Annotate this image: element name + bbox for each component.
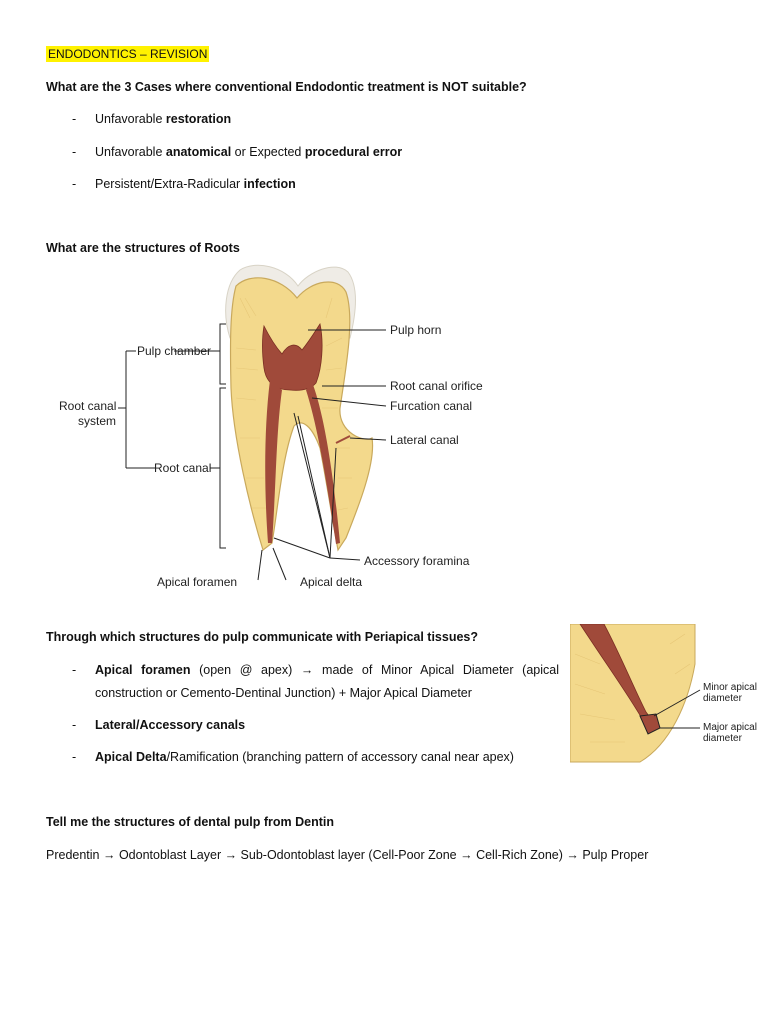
label-pulp-horn: Pulp horn [390, 323, 441, 337]
root-canal-left [265, 380, 282, 543]
label-furcation-canal: Furcation canal [390, 399, 472, 413]
label-major-apical-2: diameter [703, 733, 743, 744]
item-plain-text: or Expected [231, 145, 305, 159]
page-title: ENDODONTICS – REVISION [46, 46, 210, 62]
bullet-dash: - [72, 145, 77, 159]
question-4: Tell me the structures of dental pulp fr… [46, 815, 334, 829]
question-1: What are the 3 Cases where conventional … [46, 80, 527, 94]
item-plain-text: Unfavorable [95, 145, 166, 159]
item-bold-text: infection [243, 177, 296, 191]
bullet-dash: - [72, 177, 77, 191]
item-bold-text: Apical Delta [95, 750, 167, 764]
list-item-text: Apical Delta/Ramification (branching pat… [95, 750, 514, 764]
question-2: What are the structures of Roots [46, 241, 240, 255]
bullet-dash: - [72, 663, 77, 677]
label-minor-apical-2: diameter [703, 693, 743, 704]
item-plain-text: /Ramification (branching pattern of acce… [166, 750, 514, 764]
item-plain-text: Persistent/Extra-Radicular [95, 177, 244, 191]
label-root-canal-orifice: Root canal orifice [390, 379, 483, 393]
bullet-dash: - [72, 112, 77, 126]
label-lateral-canal: Lateral canal [390, 433, 459, 447]
item-plain-text: Unfavorable [95, 112, 166, 126]
item-bold-text: anatomical [165, 145, 232, 159]
label-apical-delta: Apical delta [300, 575, 362, 589]
list-item-text: Lateral/Accessory canals [95, 718, 245, 732]
item-bold-text: restoration [165, 112, 232, 126]
label-root-canal: Root canal [154, 461, 211, 475]
bullet-dash: - [72, 718, 77, 732]
list-item-text: Unfavorable anatomical or Expected proce… [95, 145, 402, 159]
dentin-texture [235, 297, 352, 511]
item-bold-text: Apical foramen [95, 663, 191, 677]
apex-closeup-diagram: Minor apical diameter Major apical diame… [570, 624, 757, 764]
label-pulp-chamber: Pulp chamber [137, 344, 211, 358]
pulp-chamber-shape [262, 322, 323, 391]
list-item-text-continued: construction or Cemento-Dentinal Junctio… [95, 686, 472, 700]
label-brackets [118, 323, 387, 581]
label-root-canal-system-2: system [78, 414, 116, 428]
label-minor-apical-1: Minor apical [703, 682, 757, 693]
item-bold-text: procedural error [304, 145, 403, 159]
question-3: Through which structures do pulp communi… [46, 630, 479, 644]
list-item-text: Unfavorable restoration [95, 112, 231, 126]
list-item-text: Persistent/Extra-Radicular infection [95, 177, 296, 191]
item-plain-text: (open @ apex) → made of Minor Apical Dia… [190, 663, 559, 677]
tooth-root-diagram: Pulp horn Pulp chamber Root canal orific… [59, 264, 483, 589]
bullet-dash: - [72, 750, 77, 764]
dentin-texture [574, 633, 691, 743]
root-canal-right [306, 382, 340, 544]
label-leaders [653, 689, 701, 729]
lateral-canal-shape [335, 435, 351, 444]
label-accessory-foramina: Accessory foramina [364, 554, 470, 568]
answer-4: Predentin → Odontoblast Layer → Sub-Odon… [46, 848, 649, 862]
list-item-text: Apical foramen (open @ apex) → made of M… [95, 663, 559, 677]
label-root-canal-system-1: Root canal [59, 399, 116, 413]
label-major-apical-1: Major apical [703, 722, 757, 733]
item-bold-text: Lateral/Accessory canals [95, 718, 246, 732]
label-apical-foramen: Apical foramen [157, 575, 237, 589]
